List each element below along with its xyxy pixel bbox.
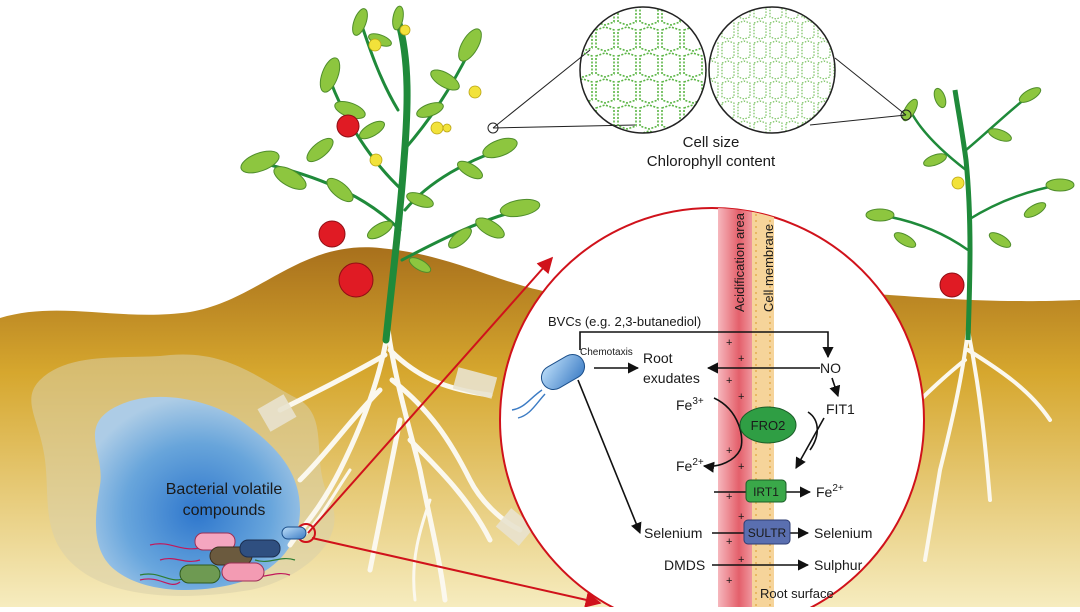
svg-text:+: + bbox=[726, 536, 732, 548]
dmds-label: DMDS bbox=[664, 557, 705, 573]
fe3-label: Fe3+ bbox=[676, 396, 704, 413]
svg-text:+: + bbox=[726, 491, 732, 503]
sulphur-label: Sulphur bbox=[814, 557, 863, 573]
cell-membrane-label: Cell membrane bbox=[761, 224, 776, 312]
fit1-label: FIT1 bbox=[826, 401, 855, 417]
svg-text:+: + bbox=[738, 391, 744, 403]
chlorophyll-label: Chlorophyll content bbox=[647, 153, 776, 170]
svg-text:+: + bbox=[726, 575, 732, 587]
fro2-protein bbox=[739, 406, 797, 444]
plus-signs: + + + + + + + + + + + bbox=[726, 337, 744, 587]
svg-text:+: + bbox=[726, 445, 732, 457]
svg-text:+: + bbox=[726, 375, 732, 387]
right-plant bbox=[865, 87, 1075, 562]
bvc-label-line1: Bacterial volatile bbox=[166, 481, 283, 498]
svg-text:+: + bbox=[738, 461, 744, 473]
root-hairs bbox=[257, 367, 535, 546]
tomato-fruits bbox=[318, 114, 374, 298]
irt1-label: IRT1 bbox=[753, 485, 779, 499]
cell-circle-control bbox=[708, 6, 836, 134]
irt1-transporter bbox=[745, 479, 787, 503]
left-plant-foliage bbox=[240, 5, 541, 273]
acidification-label: Acidification area bbox=[732, 212, 747, 312]
cell-circle-treated bbox=[579, 6, 707, 134]
svg-text:+: + bbox=[726, 337, 732, 349]
bvc-label-line2: compounds bbox=[183, 502, 266, 519]
root-surface-label: Root surface bbox=[760, 586, 834, 601]
no-label: NO bbox=[820, 360, 841, 376]
left-plant-stem bbox=[382, 16, 411, 344]
left-plant-flowers bbox=[368, 24, 482, 167]
svg-text:+: + bbox=[738, 554, 744, 566]
membrane-lipids bbox=[755, 208, 771, 612]
fe2-left-label: Fe2+ bbox=[676, 457, 704, 474]
mechanism-callout bbox=[499, 207, 925, 612]
leaf-sample-right-marker bbox=[900, 109, 912, 121]
svg-text:+: + bbox=[738, 353, 744, 365]
svg-text:+: + bbox=[738, 511, 744, 523]
selenium-left-label: Selenium bbox=[644, 525, 702, 541]
bacterium bbox=[281, 526, 307, 540]
soil-bacteria bbox=[139, 526, 307, 585]
mechanism-circle bbox=[499, 207, 925, 612]
sultr-transporter bbox=[743, 519, 791, 545]
root-exudates-label-1: Root bbox=[643, 350, 673, 366]
sultr-label: SULTR bbox=[748, 526, 787, 540]
mechanism-bacterium bbox=[511, 354, 586, 419]
bacterium bbox=[179, 564, 221, 584]
bacterium bbox=[221, 562, 265, 582]
leaf-sample-left-marker bbox=[487, 122, 499, 134]
fro2-label: FRO2 bbox=[751, 418, 786, 433]
cell-callout bbox=[487, 6, 912, 134]
bvcs-label: BVCs (e.g. 2,3-butanediol) bbox=[548, 314, 701, 329]
bacterium bbox=[239, 539, 281, 558]
cell-size-label: Cell size bbox=[683, 134, 740, 151]
root-exudates-label-2: exudates bbox=[643, 370, 700, 386]
selenium-right-label: Selenium bbox=[814, 525, 872, 541]
fe2-right-label: Fe2+ bbox=[816, 483, 844, 500]
chemotaxis-label: Chemotaxis bbox=[580, 347, 633, 358]
